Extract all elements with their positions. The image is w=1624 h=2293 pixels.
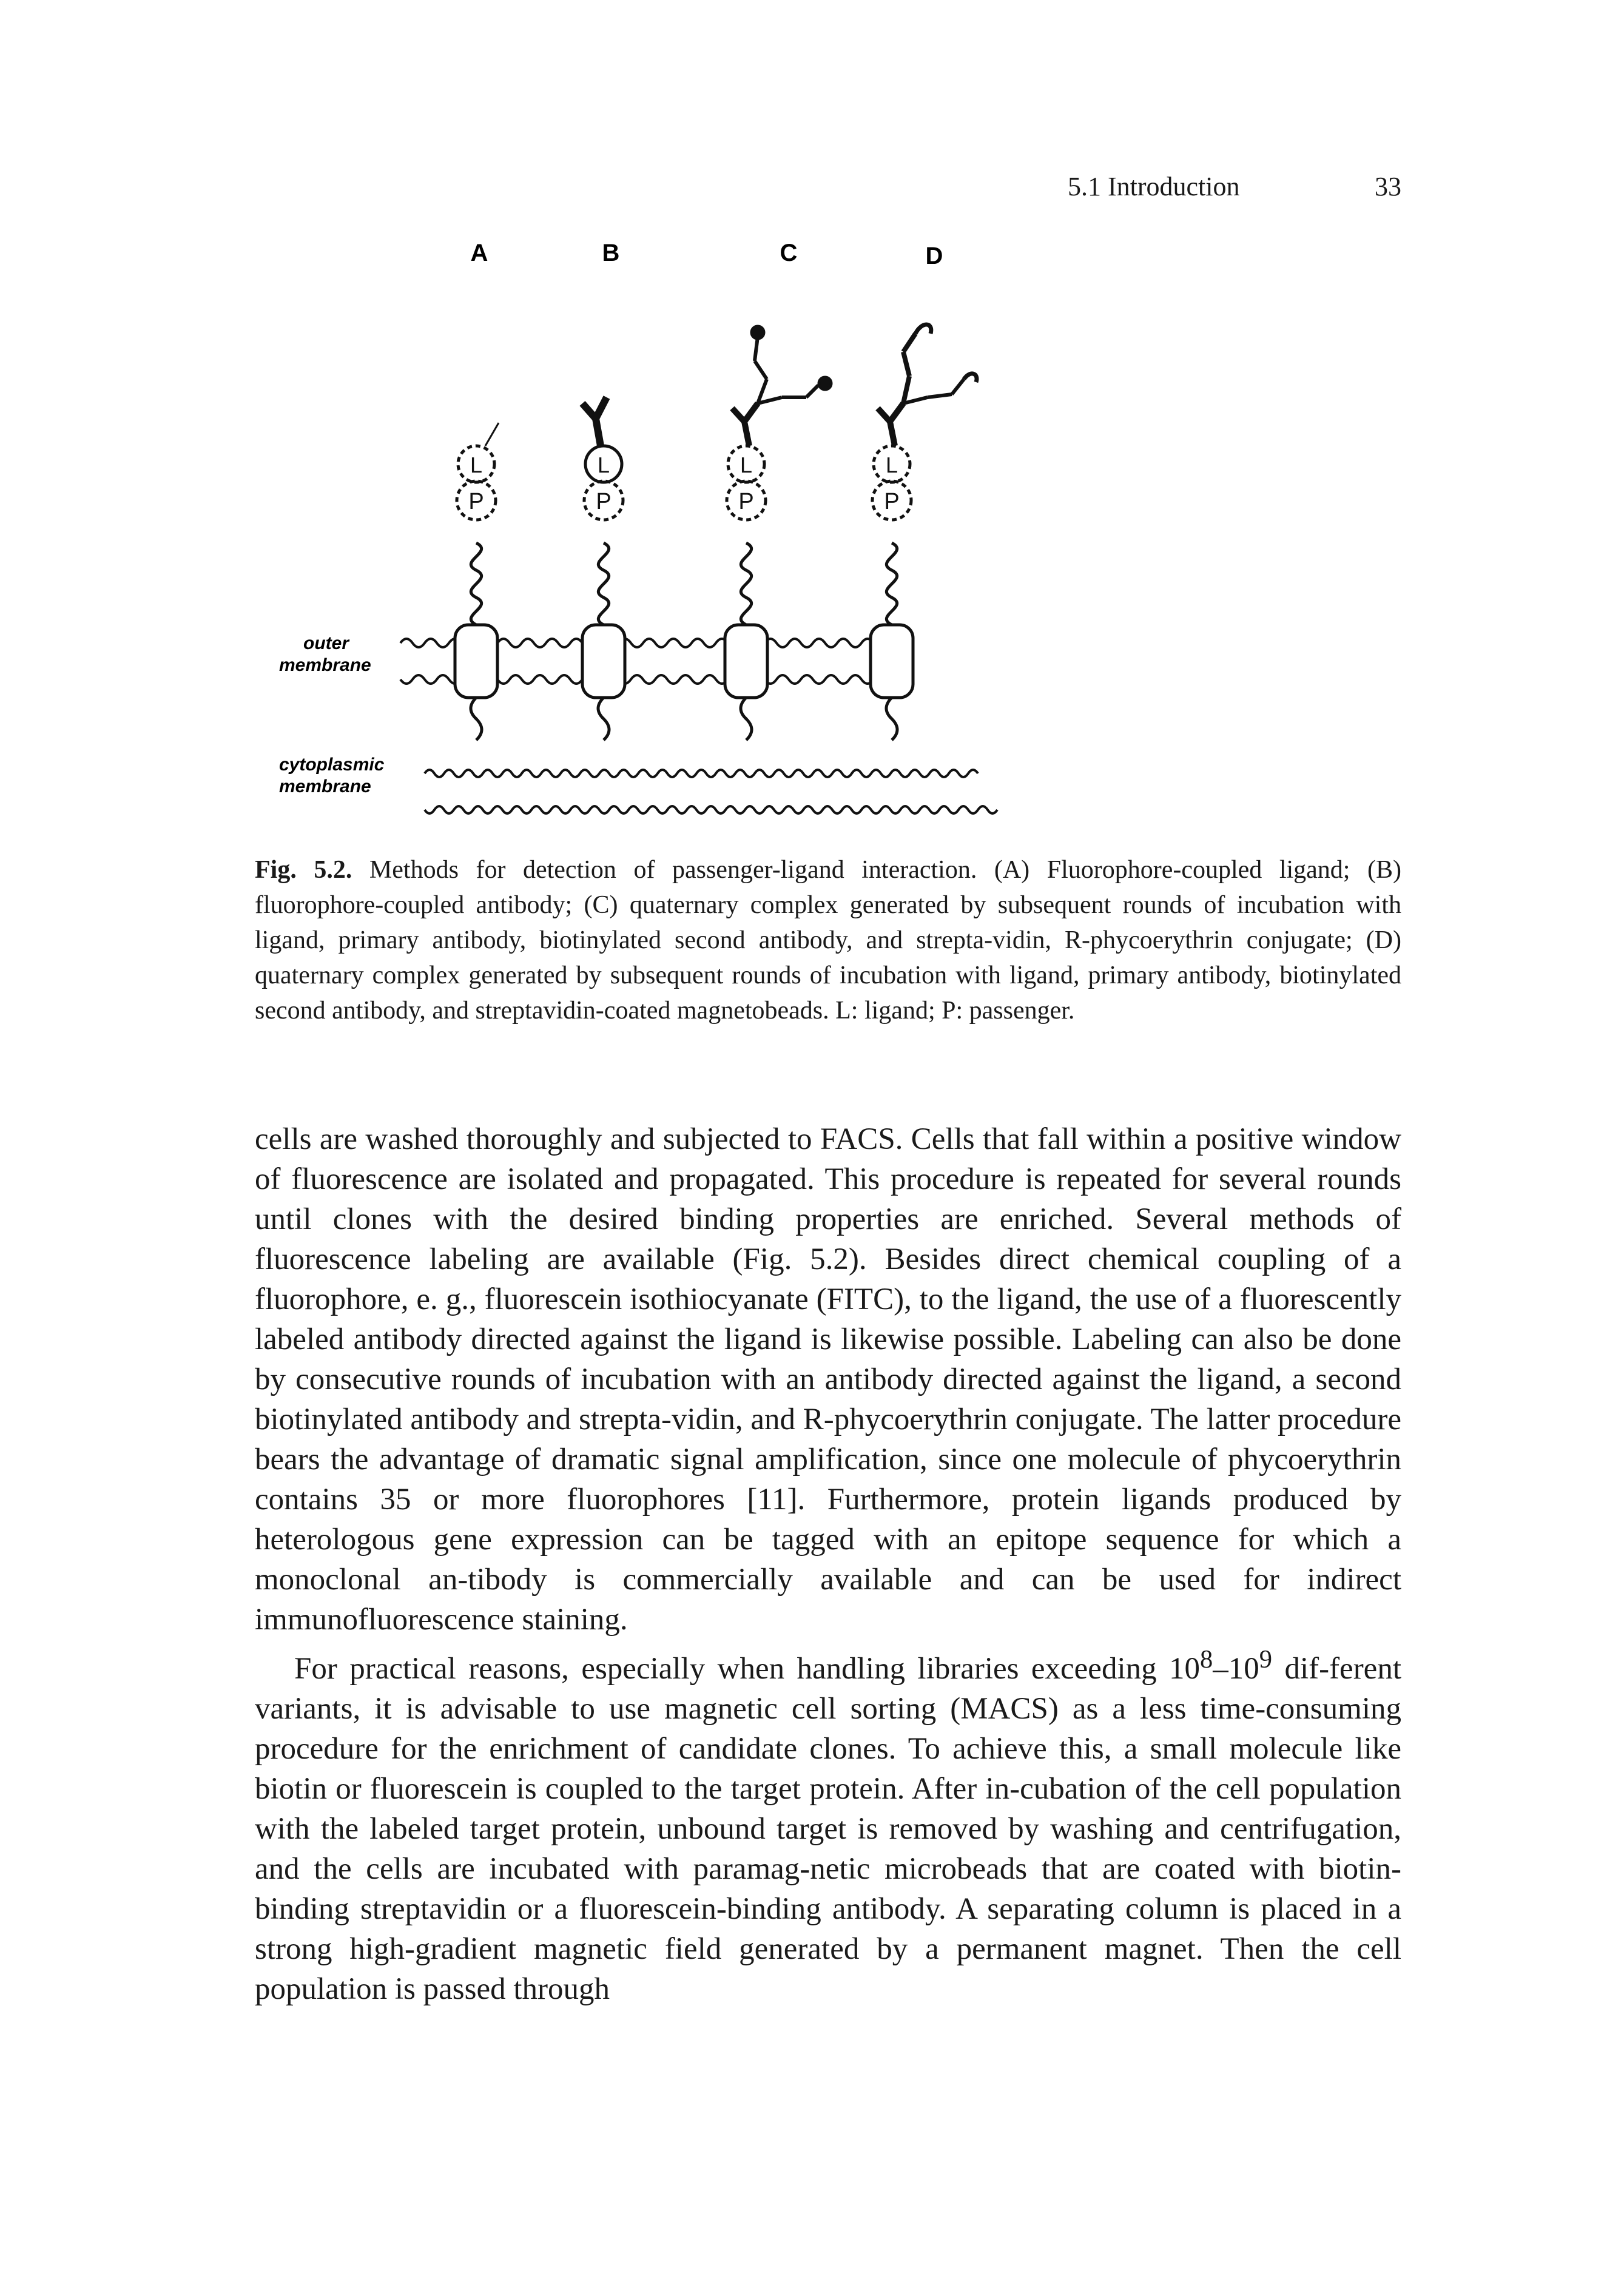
construct-a: P L <box>453 422 500 741</box>
cytoplasmic-membrane <box>423 769 999 815</box>
body-text: cells are washed thoroughly and subjecte… <box>255 1119 1401 2009</box>
passenger-letter-b: P <box>596 489 611 514</box>
outer-membrane-label: outer membrane <box>279 633 371 675</box>
paragraph-2: For practical reasons, especially when h… <box>255 1645 1401 2006</box>
panel-label-b: B <box>602 240 620 266</box>
construct-d: P L <box>869 322 979 741</box>
figure-5-2-diagram: A B C D outer membrane cytoplasmic membr… <box>279 240 999 815</box>
caption-text: Methods for detection of passenger-ligan… <box>255 856 1402 1025</box>
passenger-letter-c: P <box>738 489 753 514</box>
ligand-letter-d: L <box>886 453 898 477</box>
panel-label-a: A <box>471 240 488 266</box>
passenger-letter-d: P <box>884 489 899 514</box>
passenger-letter-a: P <box>468 489 483 514</box>
cytoplasmic-membrane-label: cytoplasmic membrane <box>279 755 389 796</box>
caption-label: Fig. 5.2. <box>255 856 352 884</box>
section-title: 5.1 Introduction <box>1068 172 1240 201</box>
running-header: 5.1 Introduction 33 <box>1068 171 1401 202</box>
ligand-letter-b: L <box>598 453 610 477</box>
paragraph-1: cells are washed thoroughly and subjecte… <box>255 1122 1401 1637</box>
panel-label-d: D <box>926 243 943 269</box>
construct-c: P L <box>723 325 833 741</box>
ligand-letter-a: L <box>470 453 482 477</box>
panel-label-c: C <box>780 240 798 266</box>
figure-caption: Fig. 5.2. Methods for detection of passe… <box>255 852 1401 1028</box>
page-number: 33 <box>1375 172 1401 201</box>
construct-b: P L <box>579 396 627 741</box>
ligand-letter-c: L <box>740 453 752 477</box>
